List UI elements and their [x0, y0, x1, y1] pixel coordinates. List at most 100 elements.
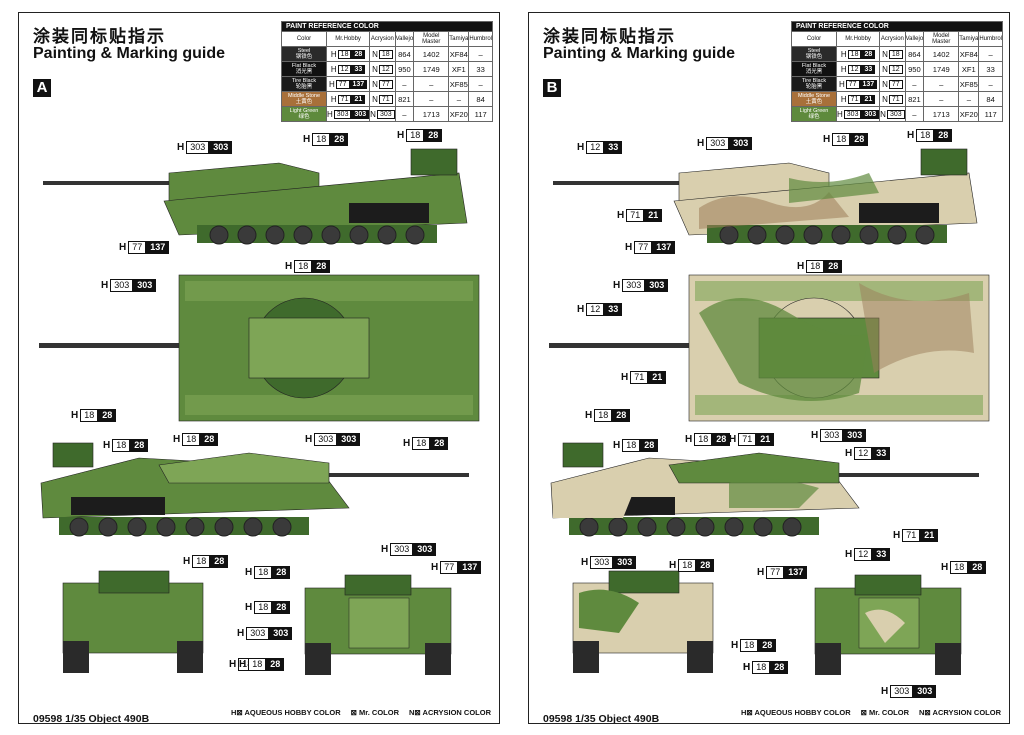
humbrol-cell: – [978, 76, 1003, 92]
callout-code: 28 [640, 439, 659, 452]
callout-number: 18 [740, 639, 759, 652]
callout-prefix: H [823, 134, 831, 145]
scheme-letter: A [33, 79, 51, 97]
callout-code: 28 [934, 129, 953, 142]
callout-code: 303 [645, 279, 669, 292]
callout-number: 303 [246, 627, 270, 640]
side-view-right [40, 442, 469, 537]
callout-number: 12 [586, 303, 605, 316]
callout-code: 28 [696, 559, 715, 572]
callout-prefix: H [729, 434, 737, 445]
legend-aqueous: H⊠ AQUEOUS HOBBY COLOR [231, 708, 341, 717]
callout-number: 18 [806, 260, 825, 273]
callout-code: 33 [604, 141, 623, 154]
callout-code: 303 [209, 141, 233, 154]
callout-number: 71 [902, 529, 921, 542]
legend-acrysion: N⊠ ACRYSION COLOR [919, 708, 1001, 717]
callout-prefix: H [743, 662, 751, 673]
callout-prefix: H [621, 372, 629, 383]
callout-code: 303 [133, 279, 157, 292]
callout-prefix: H [617, 210, 625, 221]
side-view-left [43, 148, 468, 245]
callout-prefix: H [305, 434, 313, 445]
callout-prefix: H [625, 242, 633, 253]
callout-prefix: H [237, 628, 245, 639]
table-header: Acrysion [879, 31, 906, 47]
callout-number: 18 [182, 433, 201, 446]
tamiya-cell: XF20 [448, 106, 470, 122]
callout-code: 303 [269, 627, 293, 640]
callout-number: 303 [110, 279, 134, 292]
top-view [549, 274, 990, 422]
callout-prefix: H [881, 686, 889, 697]
callout-prefix: H [239, 659, 247, 670]
callout-number: 303 [622, 279, 646, 292]
callout-number: 18 [694, 433, 713, 446]
callout-number: 12 [854, 447, 873, 460]
callout-prefix: H [229, 659, 237, 670]
paint-legend: H⊠ AQUEOUS HOBBY COLOR ⊠ Mr. COLOR N⊠ AC… [741, 708, 1001, 717]
side-view-left [553, 148, 978, 245]
callout-number: 18 [678, 559, 697, 572]
callout-prefix: H [797, 261, 805, 272]
callout-code: 137 [146, 241, 170, 254]
callout-number: 77 [128, 241, 147, 254]
callout-prefix: H [285, 261, 293, 272]
callout-prefix: H [103, 440, 111, 451]
callout-prefix: H [245, 567, 253, 578]
callout-code: 28 [612, 409, 631, 422]
callout-prefix: H [685, 434, 693, 445]
callout-prefix: H [183, 556, 191, 567]
callout-number: 77 [766, 566, 785, 579]
humbrol-cell: 117 [468, 106, 493, 122]
callout-code: 28 [330, 133, 349, 146]
callout-prefix: H [101, 280, 109, 291]
callout-code: 137 [458, 561, 482, 574]
callout-prefix: H [811, 430, 819, 441]
callout-number: 303 [820, 429, 844, 442]
tamiya-cell: XF20 [958, 106, 980, 122]
legend-acrysion: N⊠ ACRYSION COLOR [409, 708, 491, 717]
callout-prefix: H [893, 530, 901, 541]
callout-code: 28 [200, 433, 219, 446]
callout-code: 28 [770, 661, 789, 674]
callout-number: 18 [294, 260, 313, 273]
callout-number: 18 [412, 437, 431, 450]
callout-code: 303 [337, 433, 361, 446]
callout-number: 303 [186, 141, 210, 154]
legend-mr-color: ⊠ Mr. COLOR [350, 708, 400, 717]
callout-number: 303 [590, 556, 614, 569]
callout-code: 137 [652, 241, 676, 254]
callout-number: 18 [312, 133, 331, 146]
callout-prefix: H [941, 562, 949, 573]
